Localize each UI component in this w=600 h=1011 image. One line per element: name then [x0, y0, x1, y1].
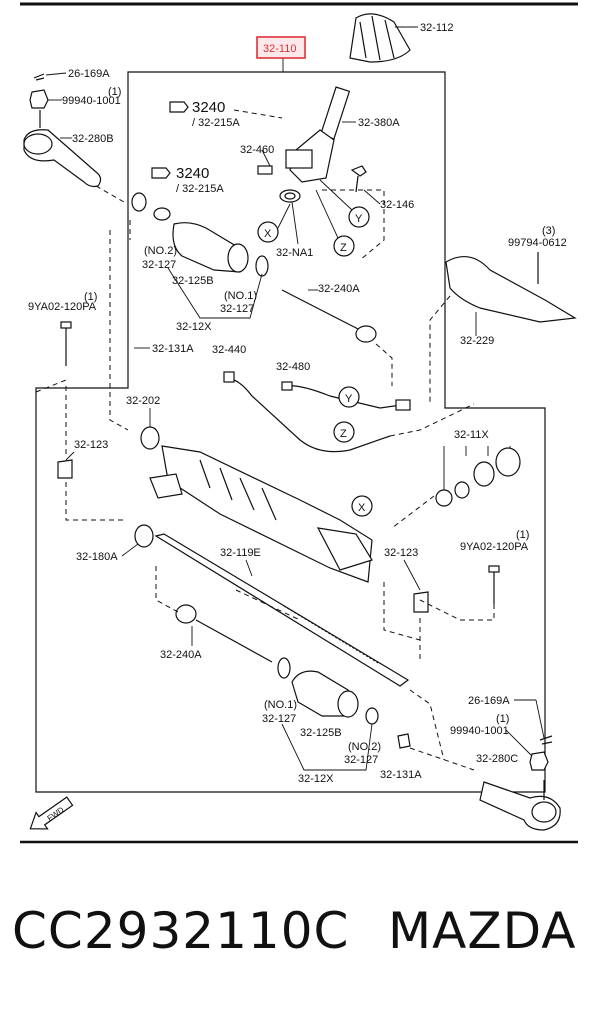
caption-bar: CC2932110C MAZDA	[0, 880, 600, 990]
boot125b-b-label: 32-125B	[300, 727, 342, 739]
marker-x2-label: X	[358, 502, 366, 514]
clip-bot-label: 26-169A	[468, 695, 510, 707]
marker-y2-label: Y	[345, 393, 353, 405]
bolt-left	[60, 321, 72, 366]
ref2-label[interactable]: 3240	[176, 165, 209, 182]
inner-tie-rod-bottom	[175, 604, 273, 663]
bush131-top-label: 32-131A	[152, 343, 194, 355]
bolt-right	[488, 565, 500, 604]
forward-arrow-icon	[29, 796, 74, 830]
inner240a-bot-label: 32-240A	[160, 649, 202, 661]
boot-upper	[131, 192, 269, 277]
seal-180	[121, 524, 154, 557]
pinion-valve	[285, 86, 356, 183]
cover229-label: 32-229	[460, 335, 494, 347]
seal180-label: 32-180A	[76, 551, 118, 563]
clamp-no1-b-note: (NO.1)	[264, 699, 297, 711]
marker-z1	[315, 189, 355, 257]
clamp127d-label: 32-127	[344, 754, 378, 766]
nut-top-note: (1)	[108, 86, 121, 98]
marker-z2	[333, 421, 355, 443]
top-boot-label: 32-112	[420, 22, 453, 34]
tie-rod-end-right	[479, 780, 561, 831]
ref1-sub-label: / 32-215A	[192, 117, 240, 129]
na1-label: 32-NA1	[276, 247, 313, 259]
marker-x2	[351, 495, 373, 517]
marker-x1	[257, 203, 291, 243]
kit12x-top-label: 32-12X	[176, 321, 212, 333]
parts-diagram: 32-110 32-112 26-169A (1) 99940-1001 32-…	[20, 2, 578, 844]
kit12x-bot-bracket	[281, 723, 373, 771]
nut-top	[29, 89, 62, 109]
kit-11x	[435, 446, 521, 507]
bolt-l-label: 9YA02-120PA	[28, 301, 97, 313]
nut-top-label: 99940-1001	[62, 95, 121, 107]
ref1-leader	[233, 109, 283, 119]
boot-clamp-note: (NO.2)	[144, 245, 177, 257]
mount123-l-label: 32-123	[74, 439, 108, 451]
p460-label: 32-460	[240, 144, 274, 156]
tie-end-right-label: 32-280C	[476, 753, 518, 765]
marker-z1-label: Z	[340, 242, 347, 254]
clamp127c-label: 32-127	[262, 713, 296, 725]
bush131-bot-label: 32-131A	[380, 769, 422, 781]
clip-top	[33, 72, 67, 81]
tie-rod-end-left	[23, 110, 102, 188]
bolt-l-note: (1)	[84, 291, 97, 303]
clamp-no2-b-note: (NO.2)	[348, 741, 381, 753]
mount-123-left	[57, 451, 75, 479]
kit12x-bot-label: 32-12X	[298, 773, 334, 785]
nut-bot-note: (1)	[496, 713, 509, 725]
tie-end-left-label: 32-280B	[72, 133, 114, 145]
assembly-number-highlight	[256, 36, 306, 59]
bolt-r-label: 9YA02-120PA	[460, 541, 529, 553]
clamp-no1-note: (NO.1)	[224, 290, 257, 302]
nut-bottom	[505, 729, 549, 771]
top-boot	[349, 13, 418, 63]
cover-bolt-note: (3)	[542, 225, 555, 237]
cover-229	[445, 252, 577, 336]
bolt146-label: 32-146	[380, 199, 414, 211]
bolt-r-note: (1)	[516, 529, 529, 541]
inner-tie-rod-top	[281, 289, 377, 343]
nut-bot-label: 99940-1001	[450, 725, 509, 737]
boot125b-label: 32-125B	[172, 275, 214, 287]
rack-housing	[149, 445, 373, 583]
guide-lines	[35, 185, 495, 771]
clamp127a-label: 32-127	[142, 259, 176, 271]
inner240a-top-label: 32-240A	[318, 283, 360, 295]
marker-y1	[319, 179, 370, 228]
rack-bar	[154, 533, 410, 687]
kit12x-top-bracket	[167, 267, 263, 319]
bush-202	[140, 408, 160, 450]
mount123-r-label: 32-123	[384, 547, 418, 559]
marker-x1-label: X	[264, 228, 272, 240]
bolt-146	[350, 165, 381, 205]
pipes	[223, 371, 411, 453]
fitting-460	[257, 149, 273, 175]
ref-arrow-icon-2	[151, 167, 171, 179]
pipe480-label: 32-480	[276, 361, 310, 373]
clip-top-label: 26-169A	[68, 68, 110, 80]
assembly-number-label[interactable]: 32-110	[263, 43, 296, 55]
p202-label: 32-202	[126, 395, 160, 407]
marker-y1-label: Y	[355, 213, 363, 225]
kit11x-label: 32-11X	[454, 429, 489, 441]
clip-bottom	[514, 699, 553, 745]
marker-z2-label: Z	[340, 428, 347, 440]
mount-123-right	[403, 559, 429, 613]
rack119-label: 32-119E	[220, 547, 261, 559]
seal-na1	[279, 189, 301, 245]
ref2-sub-label: / 32-215A	[176, 183, 224, 195]
cover-bolt-label: 99794-0612	[508, 237, 567, 249]
part-number-text: CC2932110C	[12, 902, 350, 960]
pipe440-label: 32-440	[212, 344, 246, 356]
pinion-label: 32-380A	[358, 117, 400, 129]
ref-arrow-icon	[169, 101, 189, 113]
marker-y2	[338, 386, 360, 408]
boot-lower	[277, 657, 411, 749]
brand-text: MAZDA	[388, 902, 577, 960]
clamp127b-label: 32-127	[220, 303, 254, 315]
ref1-label[interactable]: 3240	[192, 99, 225, 116]
